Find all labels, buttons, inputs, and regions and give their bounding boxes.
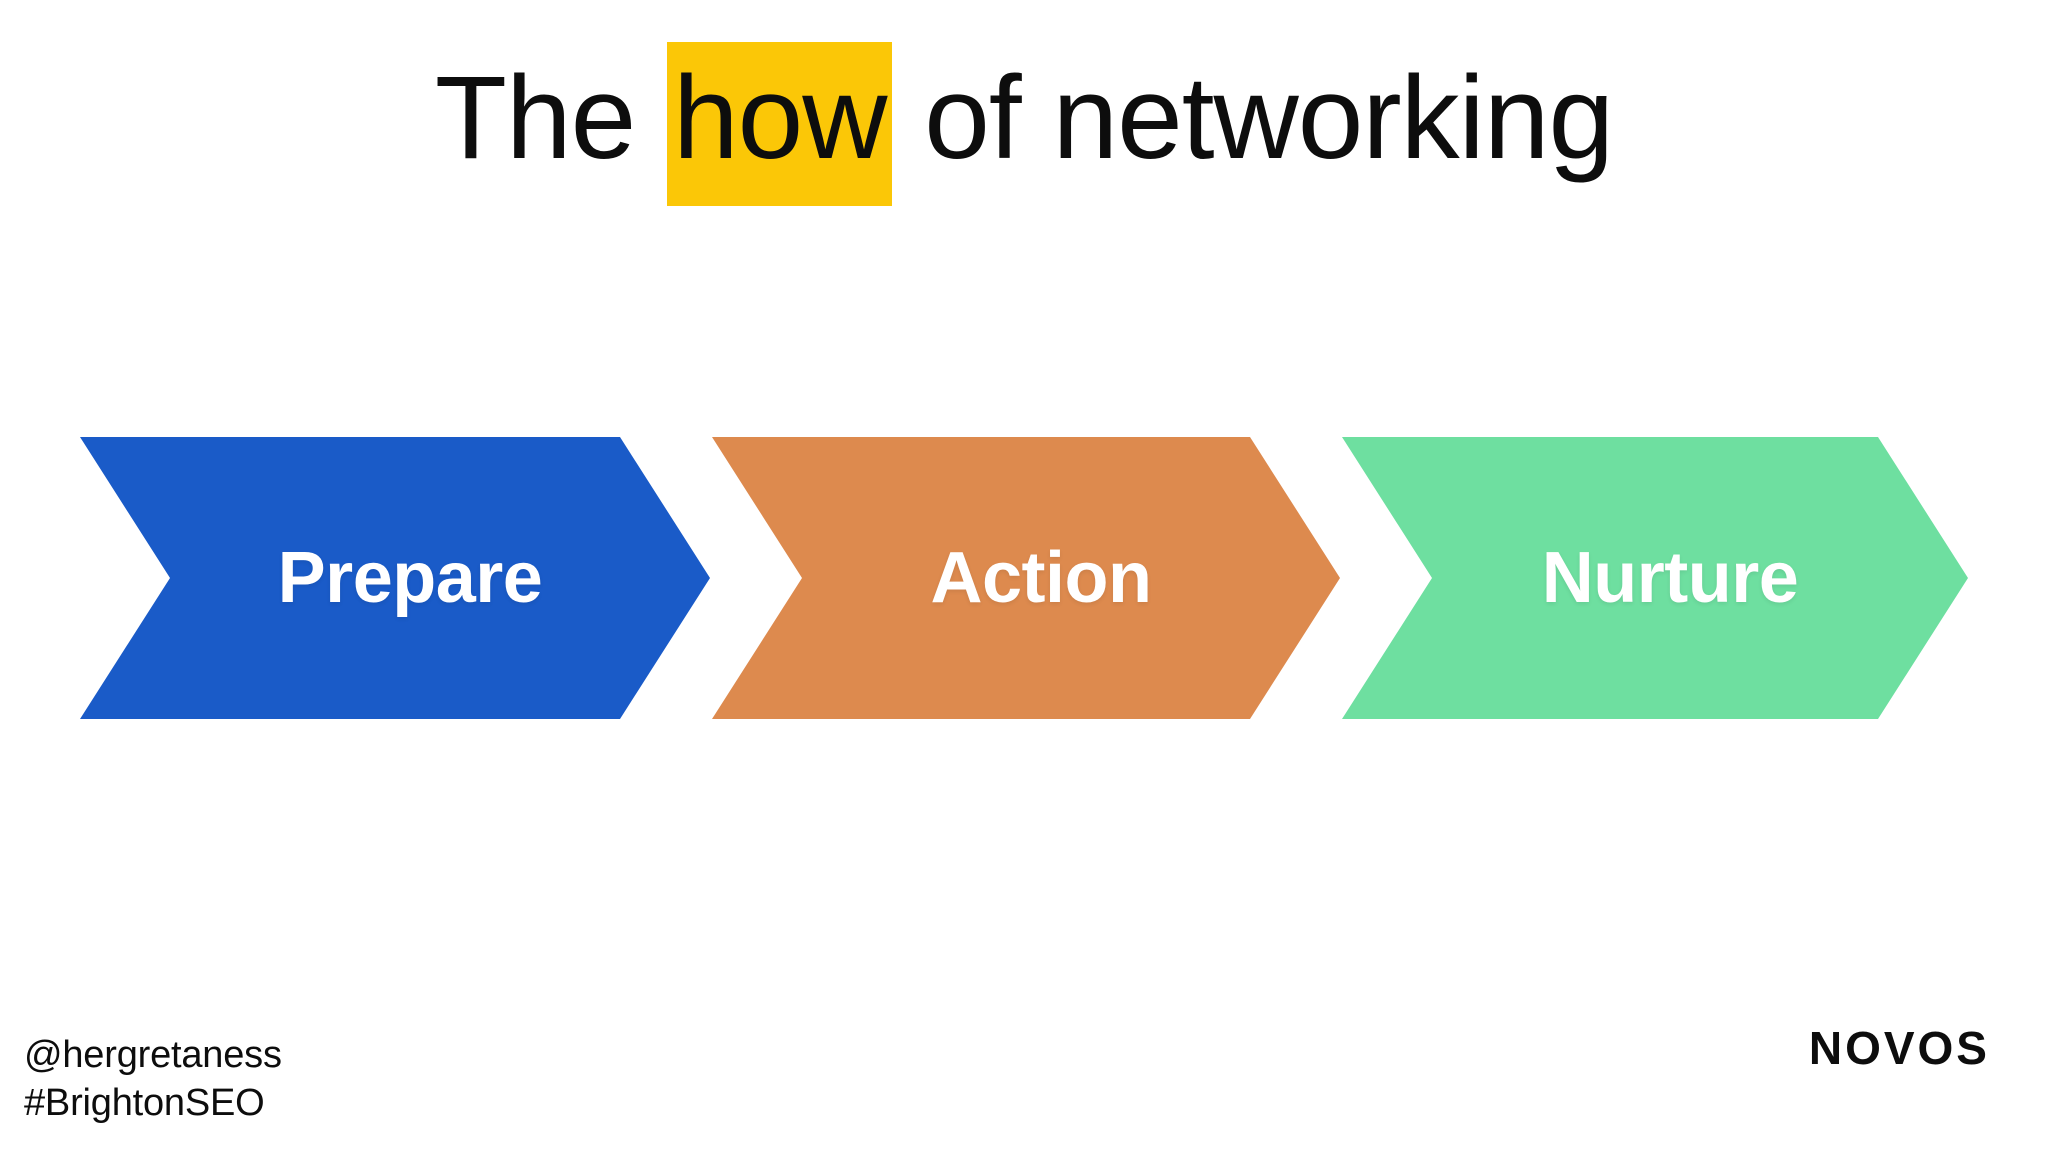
- footer-credits: @hergretaness #BrightonSEO: [24, 1031, 282, 1128]
- process-step-nurture[interactable]: Nurture: [1342, 437, 1968, 719]
- title-part-after: of networking: [892, 52, 1614, 184]
- title-highlighted-word: how: [667, 42, 893, 206]
- page-title: The how of networking: [0, 42, 2048, 206]
- process-flow-diagram: Prepare Action Nurture: [0, 437, 2048, 719]
- process-step-label: Nurture: [1541, 538, 1799, 618]
- process-step-action[interactable]: Action: [712, 437, 1340, 719]
- title-part-before: The: [434, 52, 668, 184]
- social-handle: @hergretaness: [24, 1034, 282, 1076]
- process-step-label: Action: [930, 538, 1152, 618]
- event-hashtag: #BrightonSEO: [24, 1082, 265, 1125]
- process-step-label: Prepare: [277, 538, 543, 618]
- process-step-prepare[interactable]: Prepare: [80, 437, 710, 719]
- novos-logo: NOVOS: [1808, 1022, 1990, 1074]
